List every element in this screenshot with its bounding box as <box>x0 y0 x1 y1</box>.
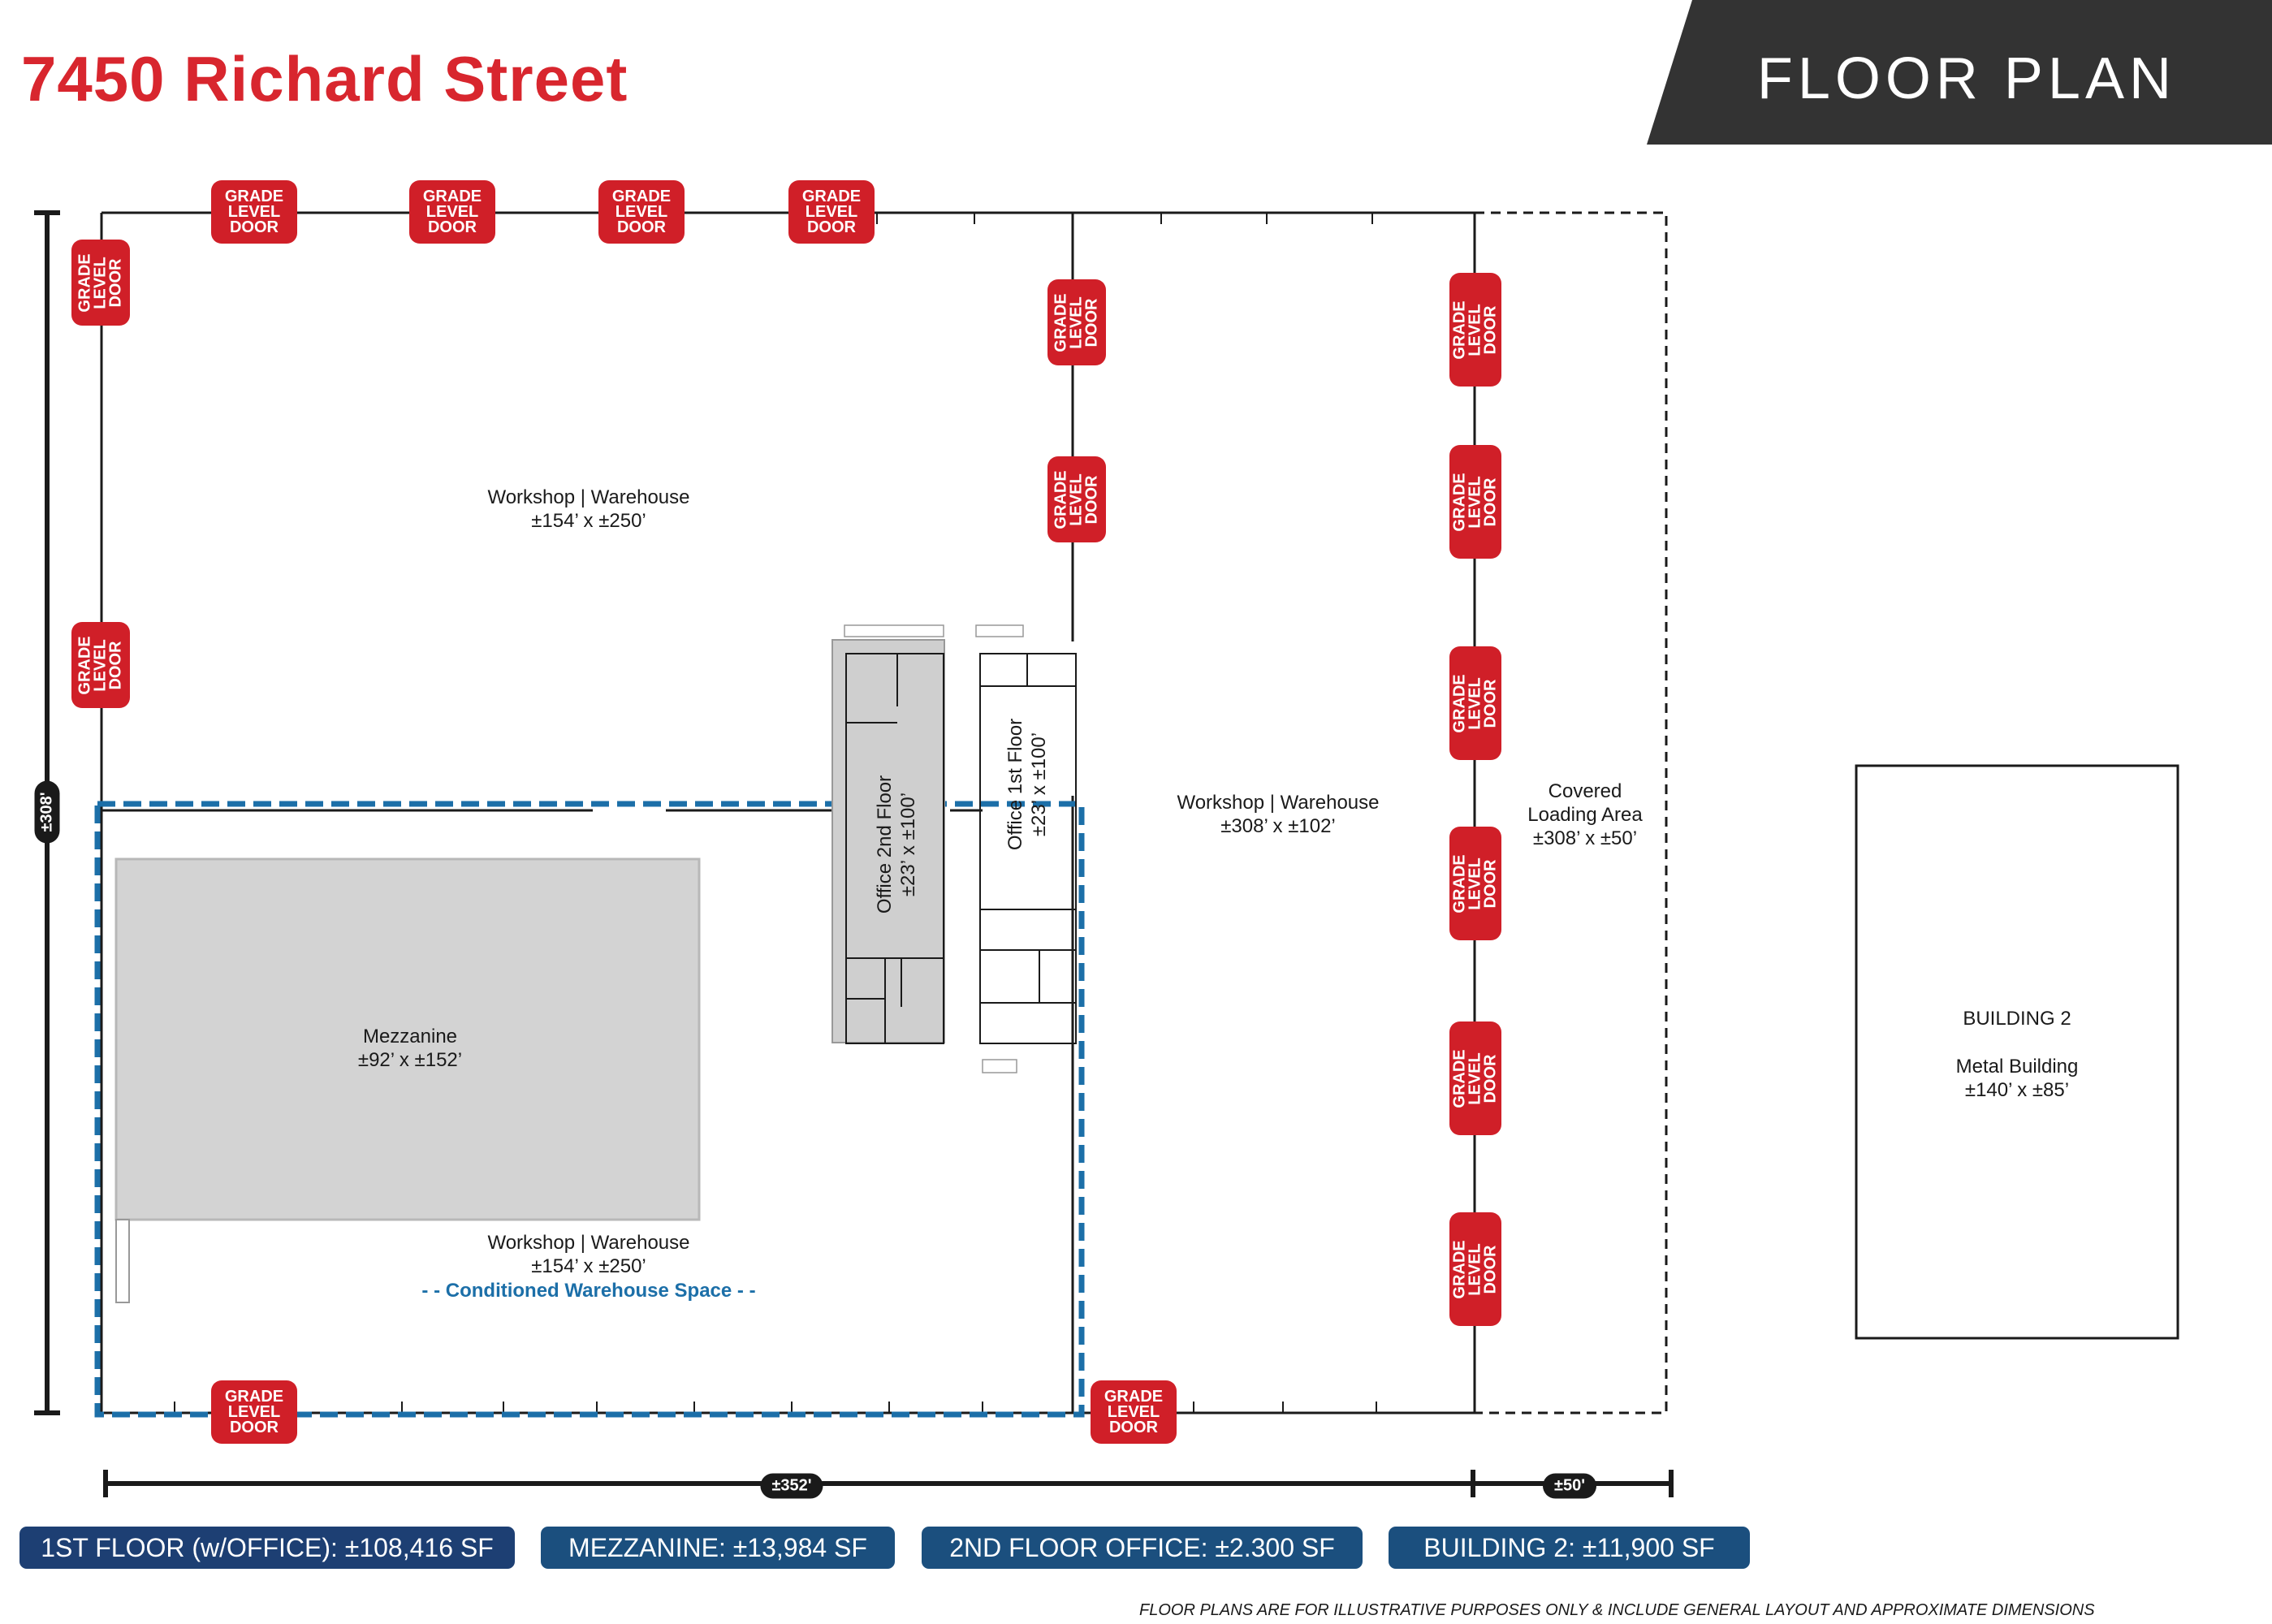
room-size: ±308’ x ±102’ <box>1220 815 1336 837</box>
room-name: Office 2nd Floor <box>874 775 896 914</box>
room-warehouse-east: Workshop | Warehouse ±308’ x ±102’ <box>1177 791 1379 838</box>
building-2-outline <box>1855 764 2179 1340</box>
loading-area-outline <box>1473 211 1668 1415</box>
conditioned-space-outline <box>94 801 1085 1418</box>
room-name: Workshop | Warehouse <box>487 1232 690 1254</box>
room-size: ±154’ x ±250’ <box>531 1255 646 1277</box>
room-name: Workshop | Warehouse <box>487 486 690 508</box>
room-type: Metal Building <box>1955 1056 2079 1078</box>
height-dimension: ±308' <box>34 780 60 844</box>
page-title: 7450 Richard Street <box>21 43 628 114</box>
room-line2: Loading Area <box>1527 804 1643 826</box>
room-name: BUILDING 2 <box>1963 1008 2071 1030</box>
room-building-2: BUILDING 2 Metal Building ±140’ x ±85’ <box>1956 1007 2079 1102</box>
disclaimer: FLOOR PLANS ARE FOR ILLUSTRATIVE PURPOSE… <box>1139 1601 2095 1619</box>
room-warehouse-sw: Workshop | Warehouse ±154’ x ±250’ <box>487 1231 689 1278</box>
area-mezzanine: MEZZANINE: ±13,984 SF <box>541 1527 895 1569</box>
room-size: ±23’ x ±100’ <box>897 792 919 897</box>
room-size: ±154’ x ±250’ <box>531 510 646 532</box>
room-name: Workshop | Warehouse <box>1177 792 1380 814</box>
room-size: ±92’ x ±152’ <box>357 1049 463 1071</box>
room-size: ±23’ x ±100’ <box>1028 732 1050 837</box>
room-name: Office 1st Floor <box>1004 718 1026 851</box>
office-1st-partitions <box>979 653 1077 1044</box>
room-covered-loading: Covered Loading Area ±308’ x ±50’ <box>1527 780 1642 850</box>
width-dimension: ±352' <box>760 1473 823 1499</box>
office-1st-stair-top <box>975 624 1024 637</box>
area-1st-floor: 1ST FLOOR (w/OFFICE): ±108,416 SF <box>19 1527 515 1569</box>
room-office-1st: Office 1st Floor ±23’ x ±100’ <box>1004 719 1051 850</box>
banner-shape <box>1647 0 2272 145</box>
room-size: ±140’ x ±85’ <box>1964 1079 2070 1101</box>
conditioned-space-label: - - Conditioned Warehouse Space - - <box>421 1280 756 1302</box>
room-line1: Covered <box>1548 780 1622 802</box>
floor-plan-banner: FLOOR PLAN <box>1647 0 2272 145</box>
area-2nd-floor-office: 2ND FLOOR OFFICE: ±2.300 SF <box>922 1527 1363 1569</box>
mezzanine-area <box>114 857 701 1221</box>
loading-width-dimension: ±50' <box>1543 1473 1596 1499</box>
room-size: ±308’ x ±50’ <box>1532 827 1638 849</box>
area-building-2: BUILDING 2: ±11,900 SF <box>1389 1527 1750 1569</box>
mezzanine-stair <box>115 1219 130 1303</box>
room-office-2nd: Office 2nd Floor ±23’ x ±100’ <box>873 775 920 914</box>
room-warehouse-nw: Workshop | Warehouse ±154’ x ±250’ <box>487 486 689 533</box>
office-1st-stair-bottom <box>982 1059 1017 1073</box>
office-2nd-partitions <box>845 653 944 1044</box>
banner-label: FLOOR PLAN <box>1756 46 2176 111</box>
wall-ticks <box>174 213 1377 1413</box>
room-name: Mezzanine <box>362 1026 458 1047</box>
room-mezzanine: Mezzanine ±92’ x ±152’ <box>358 1025 462 1072</box>
office-stair-top <box>844 624 944 637</box>
